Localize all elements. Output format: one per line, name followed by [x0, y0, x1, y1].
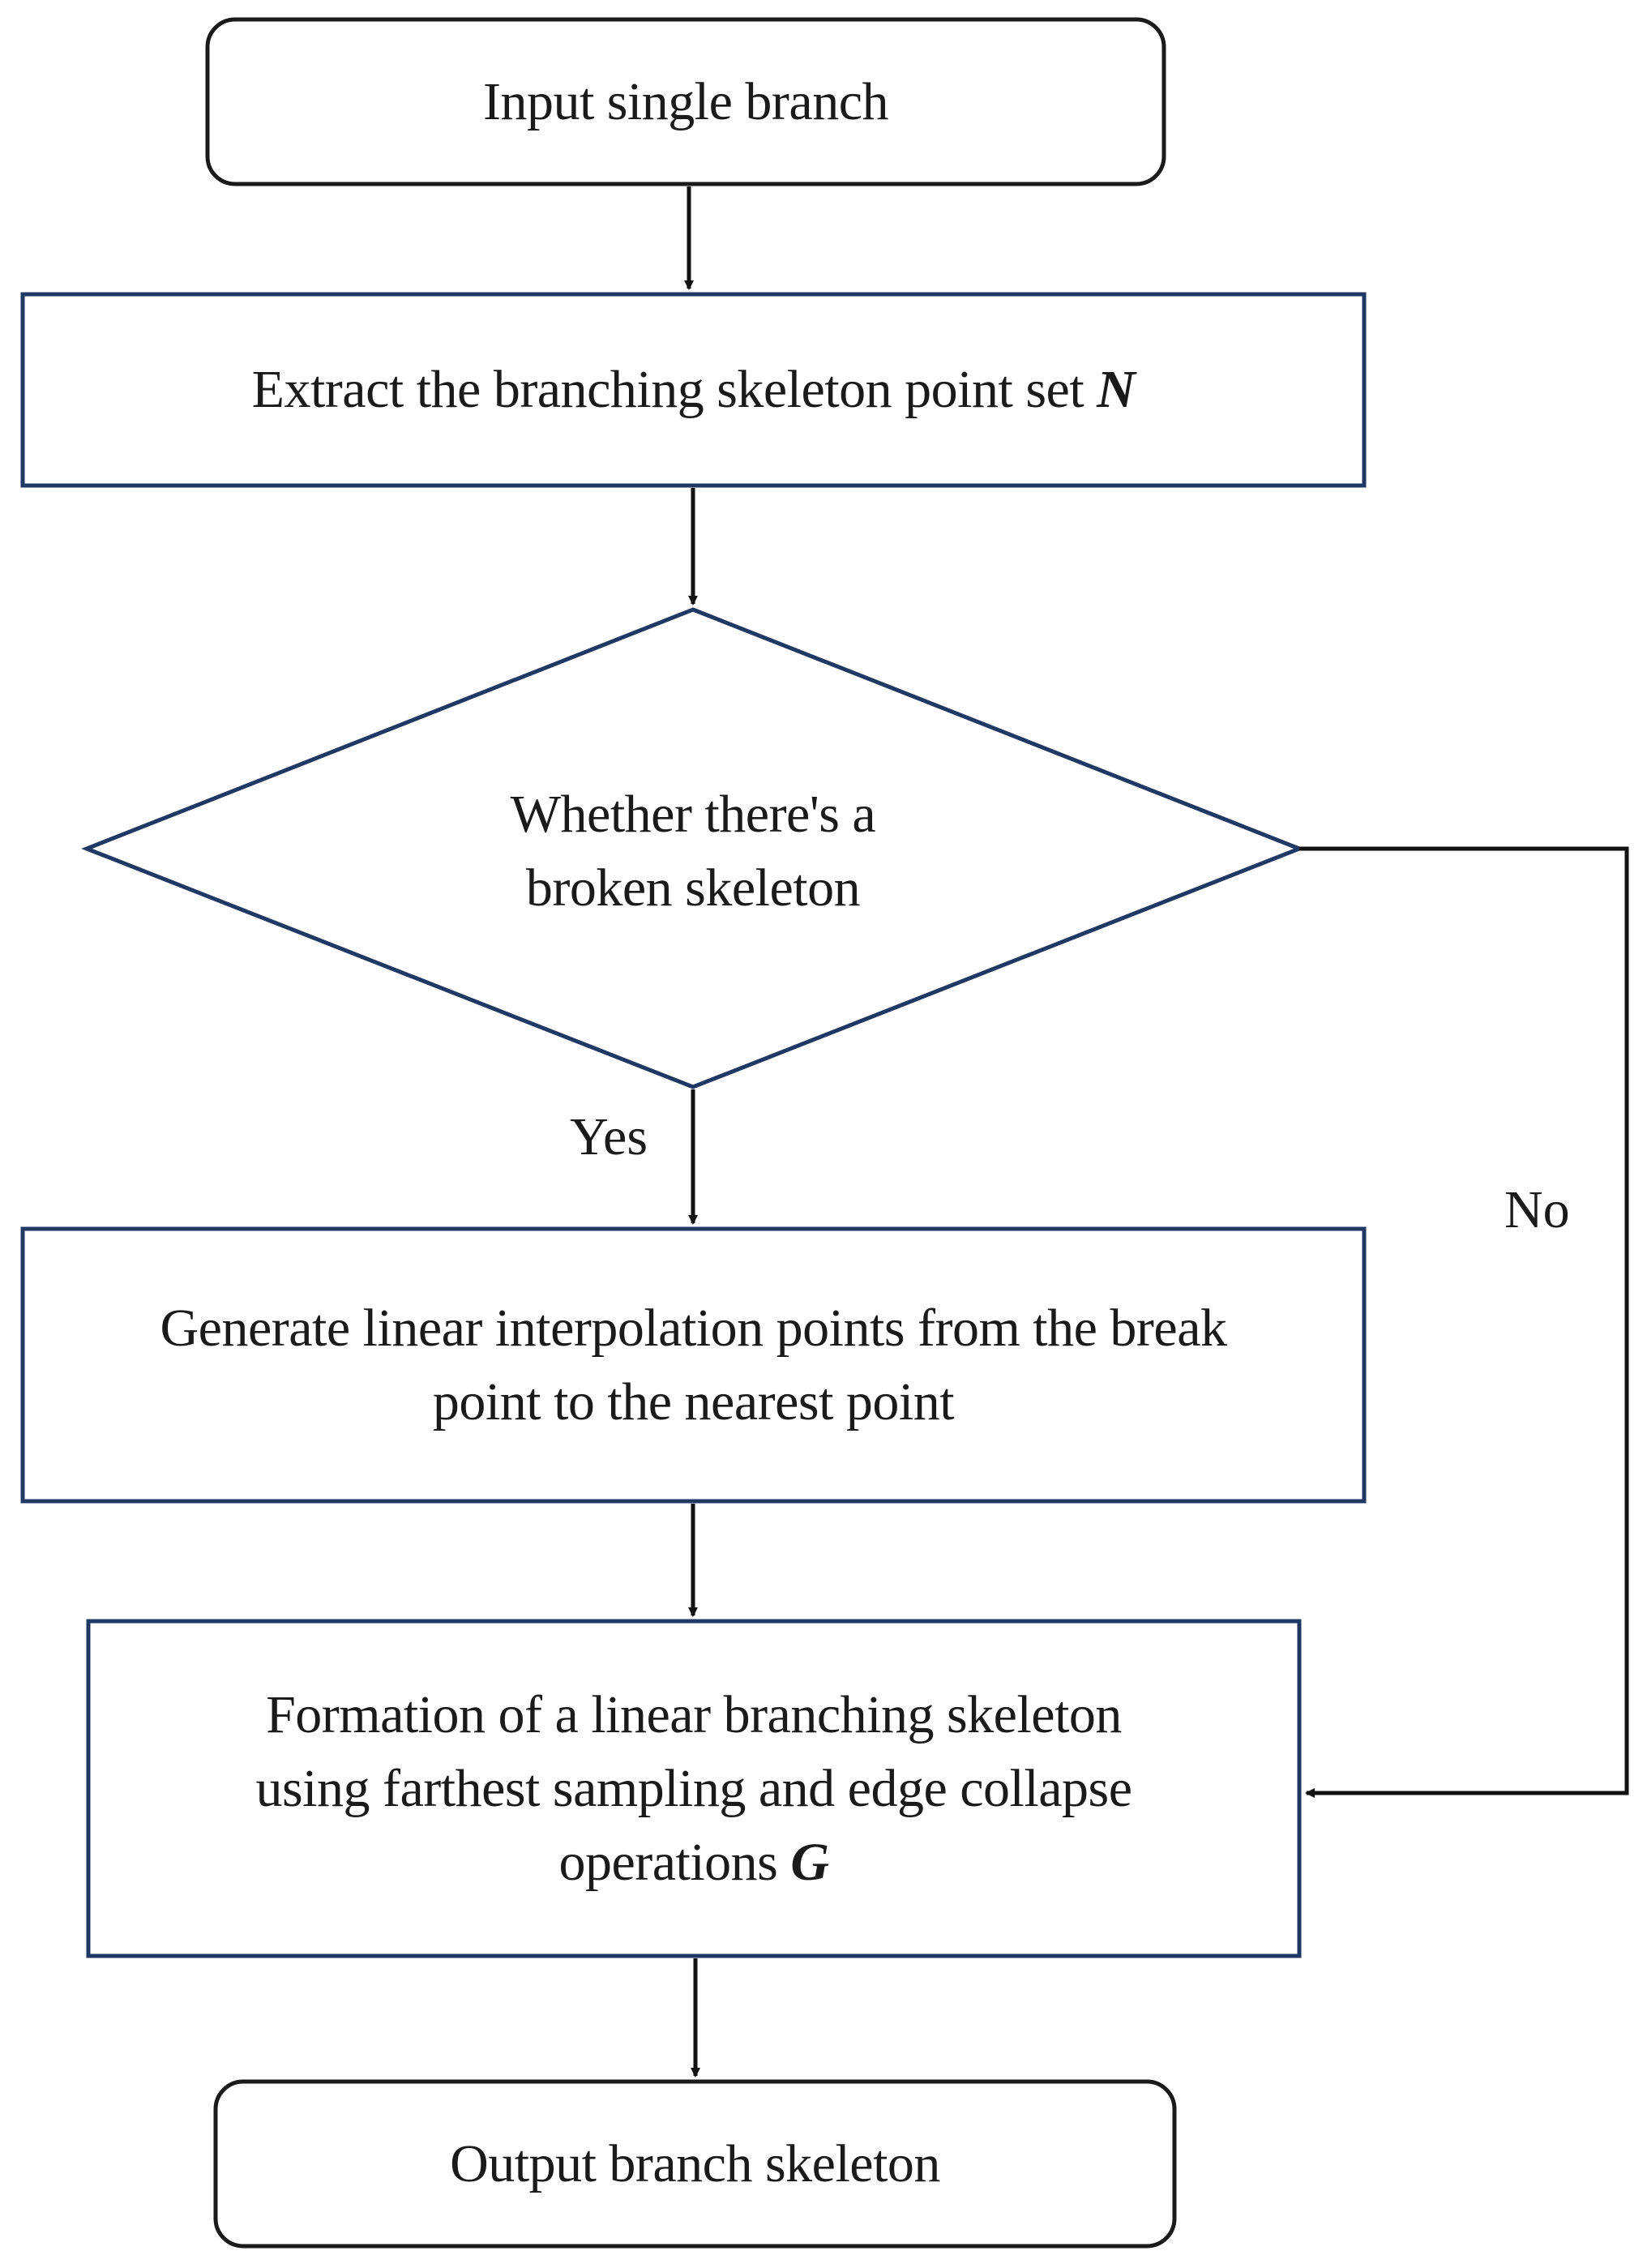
end-text: Output branch skeleton — [450, 2133, 940, 2193]
extract-label: Extract the branching skeleton point set… — [23, 294, 1364, 486]
extract-text: Extract the branching skeleton point set — [251, 360, 1097, 420]
no-label: No — [1504, 1180, 1570, 1239]
start-label: Input single branch — [207, 19, 1164, 184]
interpolate-line-2: point to the nearest point — [432, 1372, 955, 1431]
formation-label: Formation of a linear branching skeleton… — [88, 1621, 1299, 1956]
formation-process-box — [86, 1619, 1302, 1958]
end-terminal — [213, 2079, 1177, 2249]
decision-diamond — [81, 607, 1305, 1089]
extract-line: Extract the branching skeleton point set… — [252, 353, 1136, 426]
formation-line-1: Formation of a linear branching skeleton — [266, 1684, 1122, 1744]
yes-label: Yes — [570, 1107, 648, 1166]
start-terminal — [205, 17, 1166, 186]
interpolate-line-1: Generate linear interpolation points fro… — [160, 1298, 1228, 1358]
end-label: Output branch skeleton — [216, 2082, 1174, 2246]
formation-line-3-wrap: operations G — [558, 1825, 829, 1899]
extract-variable: N — [1097, 360, 1136, 420]
extract-process-box — [20, 292, 1367, 488]
decision-line-2: broken skeleton — [525, 858, 861, 918]
decision-label: Whether there's a broken skeleton — [288, 730, 1098, 973]
formation-variable: G — [790, 1833, 829, 1893]
interpolate-process-box — [20, 1226, 1367, 1504]
start-text: Input single branch — [482, 71, 889, 131]
decision-line-1: Whether there's a — [510, 784, 876, 844]
formation-line-3: operations — [558, 1833, 791, 1893]
arrow-decision-no — [1299, 846, 1629, 1798]
interpolate-label: Generate linear interpolation points fro… — [23, 1229, 1364, 1501]
formation-line-2: using farthest sampling and edge collaps… — [255, 1758, 1132, 1818]
